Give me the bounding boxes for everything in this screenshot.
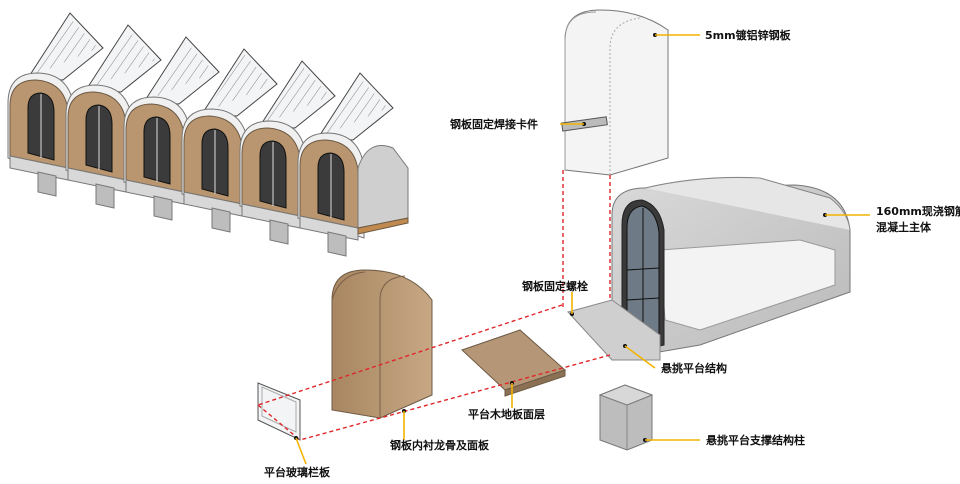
steel-plate-component bbox=[561, 9, 669, 176]
label-concrete-body-line1: 160mm现浇钢筋 bbox=[876, 204, 960, 218]
callout-weld-clip: 钢板固定焊接卡件 bbox=[450, 117, 586, 131]
wood-floor-component bbox=[461, 329, 566, 397]
assembled-modules-row bbox=[7, 12, 409, 257]
end-module-deck bbox=[357, 217, 409, 235]
label-support-column: 悬挑平台支撑结构柱 bbox=[705, 433, 805, 447]
label-wood-lining: 钢板内衬龙骨及面板 bbox=[390, 438, 490, 452]
label-steel-plate: 5mm镀铝锌钢板 bbox=[705, 28, 792, 42]
callout-steel-plate: 5mm镀铝锌钢板 bbox=[653, 28, 792, 42]
callout-support-column: 悬挑平台支撑结构柱 bbox=[643, 433, 805, 447]
callout-platform-structure: 悬挑平台结构 bbox=[623, 344, 727, 375]
label-anchor-bolt: 钢板固定螺栓 bbox=[522, 279, 588, 293]
label-concrete-body-line2: 混凝土主体 bbox=[876, 220, 932, 234]
callout-concrete-body: 160mm现浇钢筋 混凝土主体 bbox=[823, 204, 960, 234]
label-glass-rail: 平台玻璃栏板 bbox=[264, 465, 331, 479]
callout-anchor-bolt: 钢板固定螺栓 bbox=[522, 279, 588, 316]
callout-wood-lining: 钢板内衬龙骨及面板 bbox=[390, 409, 490, 452]
assembled-module bbox=[239, 60, 336, 245]
glass-rail-component bbox=[257, 382, 301, 441]
concrete-body-component bbox=[567, 176, 851, 361]
alignment-dashed-lines bbox=[257, 170, 611, 441]
wood-lining-component bbox=[331, 269, 433, 419]
callout-glass-rail: 平台玻璃栏板 bbox=[264, 436, 331, 479]
label-weld-clip: 钢板固定焊接卡件 bbox=[450, 117, 538, 131]
assembled-module bbox=[181, 48, 278, 233]
end-module-concrete-shell bbox=[357, 145, 409, 229]
assembled-module bbox=[65, 24, 162, 209]
assembled-module bbox=[297, 72, 394, 257]
support-column-component bbox=[598, 384, 654, 451]
label-platform-structure: 悬挑平台结构 bbox=[660, 361, 727, 375]
callout-wood-floor: 平台木地板面层 bbox=[468, 381, 545, 421]
label-wood-floor: 平台木地板面层 bbox=[468, 407, 545, 421]
assembled-module bbox=[7, 12, 104, 197]
